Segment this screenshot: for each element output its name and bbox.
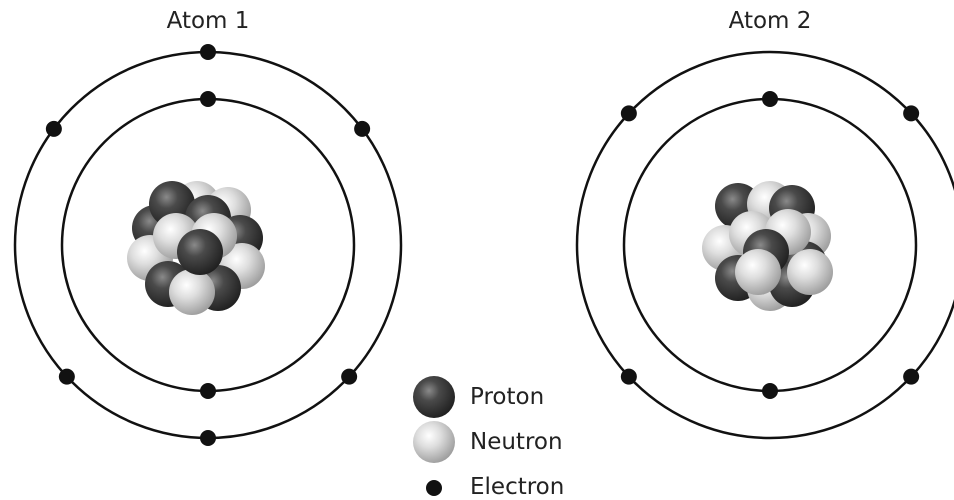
electron-outer-2 — [903, 105, 920, 122]
electron-outer-3 — [341, 368, 358, 385]
electron-outer-1 — [200, 44, 216, 60]
atom-2-nucleus — [702, 181, 833, 311]
electron-outer-4 — [620, 368, 637, 385]
electron-inner-2 — [762, 383, 778, 399]
electron-outer-6 — [45, 120, 62, 137]
electron-inner-2 — [200, 383, 216, 399]
legend-proton-label: Proton — [470, 384, 545, 410]
legend — [413, 376, 455, 496]
atom-1-nucleus — [127, 181, 265, 315]
atom-2-label: Atom 2 — [728, 8, 812, 34]
atom-1 — [13, 44, 403, 446]
proton-sphere — [177, 229, 223, 275]
legend-neutron-label: Neutron — [470, 429, 563, 455]
neutron-sphere — [787, 249, 833, 295]
legend-electron-label: Electron — [470, 474, 565, 500]
atom-1-electrons — [45, 44, 371, 446]
legend-electron-swatch — [426, 480, 442, 496]
electron-outer-1 — [620, 105, 637, 122]
atom-2-electrons — [620, 91, 920, 399]
neutron-sphere — [169, 269, 215, 315]
neutron-sphere — [735, 249, 781, 295]
legend-neutron-swatch — [413, 421, 455, 463]
electron-outer-5 — [58, 368, 75, 385]
electron-inner-1 — [200, 91, 216, 107]
electron-outer-4 — [200, 430, 216, 446]
atom-1-label: Atom 1 — [166, 8, 250, 34]
electron-inner-1 — [762, 91, 778, 107]
atom-2 — [575, 50, 954, 440]
legend-proton-swatch — [413, 376, 455, 418]
electron-outer-3 — [903, 368, 920, 385]
atom-2-outer-shell — [575, 50, 954, 440]
electron-outer-2 — [354, 120, 371, 137]
